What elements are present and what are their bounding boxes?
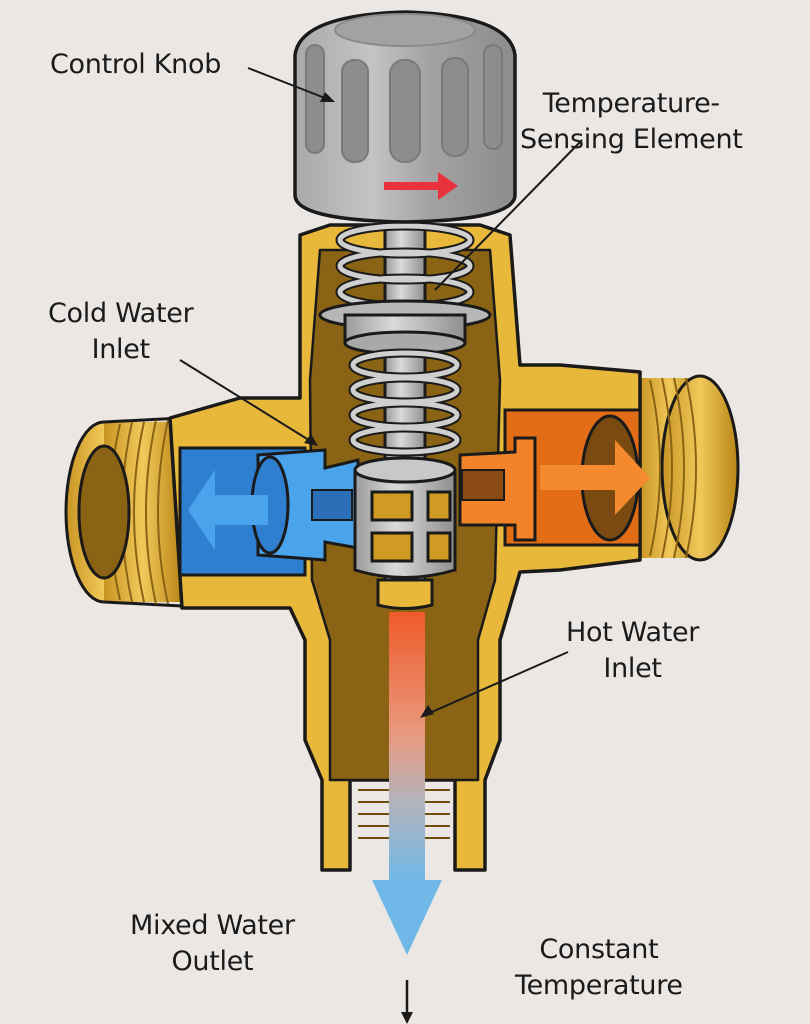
label-hot-water-inlet: Hot Water Inlet: [566, 615, 699, 687]
label-control-knob-text: Control Knob: [50, 49, 222, 80]
label-line-1: Temperature-: [542, 88, 720, 119]
label-line-2: Inlet: [603, 653, 662, 684]
label-line-1: Hot Water: [566, 617, 700, 648]
label-control-knob: Control Knob: [50, 47, 221, 83]
temperature-sensing-element: [318, 221, 492, 607]
right-connector: [640, 374, 740, 562]
piston-cage: [353, 456, 457, 610]
left-connector: [64, 416, 183, 608]
label-cold-water-inlet: Cold Water Inlet: [48, 296, 194, 368]
blue-arrow-left-icon: [188, 470, 268, 550]
label-line-1: Constant: [539, 934, 659, 965]
label-temperature-sensing-element: Temperature- Sensing Element: [520, 86, 743, 158]
label-line-1: Cold Water: [48, 298, 194, 329]
label-mixed-water-outlet: Mixed Water Outlet: [130, 908, 295, 980]
gradient-arrow-down-icon: [372, 612, 442, 955]
label-constant-temperature: Constant Temperature: [515, 932, 683, 1004]
label-line-1: Mixed Water: [130, 910, 295, 941]
label-line-2: Temperature: [515, 970, 683, 1001]
label-line-2: Inlet: [91, 334, 151, 365]
orange-arrow-right-icon: [540, 440, 650, 515]
leader-lines: [179, 67, 583, 716]
label-line-2: Outlet: [171, 946, 254, 977]
control-knob[interactable]: [293, 10, 517, 224]
leader-arrowheads: [304, 92, 434, 718]
label-line-2: Sensing Element: [520, 124, 743, 155]
red-arrow-right-icon: [384, 172, 458, 200]
black-arrow-down-icon: [401, 980, 413, 1024]
